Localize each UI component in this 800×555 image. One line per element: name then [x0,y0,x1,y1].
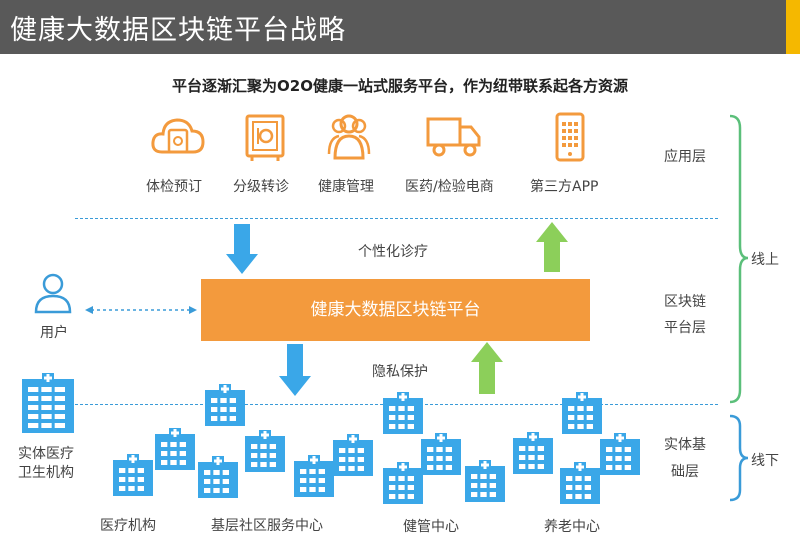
subtitle: 平台逐渐汇聚为O2O健康一站式服务平台，作为纽带联系起各方资源 [172,77,628,95]
arrow-up-bottom [471,342,503,394]
flow-label-privacy: 隐私保护 [372,364,428,380]
layer-label-chain-2: 平台层 [664,320,706,336]
user-label: 用户 [40,325,68,341]
arrow-down-bottom [279,344,311,396]
app-label-health-mgmt: 健康管理 [318,179,374,195]
page-title: 健康大数据区块链平台战略 [10,15,346,46]
divider-top [75,218,718,219]
facility-label-medical: 医疗机构 [100,518,156,534]
facility-label-community: 基层社区服务中心 [211,518,323,534]
app-label-referral: 分级转诊 [233,179,289,195]
title-bar: 健康大数据区块链平台战略 [0,0,800,54]
facility-label-health-center: 健管中心 [403,519,459,535]
arrow-down-top [226,224,258,274]
truck-icon [426,117,481,157]
cloud-cash-icon [151,118,205,154]
layer-label-app: 应用层 [664,149,706,165]
title-accent [786,0,800,54]
side-label-offline: 线下 [751,453,779,469]
app-label-third-party: 第三方APP [530,179,599,195]
entity-label-1: 实体医疗 [18,446,74,462]
side-label-online: 线上 [751,252,779,268]
facility-label-elderly: 养老中心 [544,519,600,535]
user-icon [34,273,72,314]
safe-icon [245,114,285,161]
layer-label-entity-2: 础层 [671,464,699,480]
offline-brace [729,414,749,502]
online-brace [729,114,749,404]
flow-label-personalized: 个性化诊疗 [358,244,428,260]
arrow-up-top [536,222,568,272]
app-label-exam-booking: 体检预订 [146,179,202,195]
app-label-ecommerce: 医药/检验电商 [405,179,494,195]
user-platform-connector [85,306,197,314]
layer-label-entity-1: 实体基 [664,437,706,453]
phone-app-icon [555,112,585,162]
entity-label-2: 卫生机构 [18,465,74,481]
platform-box: 健康大数据区块链平台 [201,279,590,341]
layer-label-chain-1: 区块链 [664,294,706,310]
people-icon [327,114,371,160]
